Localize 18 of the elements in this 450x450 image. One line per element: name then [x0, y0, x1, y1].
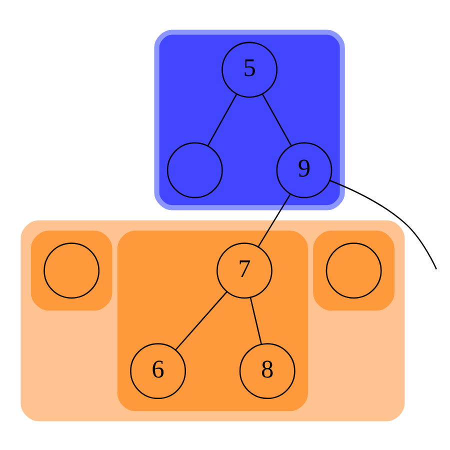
- cluster: [20, 220, 405, 421]
- node-circle: 8: [239, 342, 296, 399]
- connector: [262, 93, 292, 146]
- node-circle: 6: [130, 342, 186, 399]
- cluster: [30, 230, 112, 310]
- node-circle: 7: [216, 242, 272, 298]
- node-circle: 5: [222, 41, 278, 98]
- connector: [330, 179, 437, 270]
- node-circle: [326, 242, 382, 298]
- node-circle: 9: [276, 142, 332, 198]
- cluster: [313, 230, 394, 310]
- cluster: [117, 230, 308, 411]
- cluster: [154, 29, 345, 210]
- connector: [175, 290, 228, 350]
- connector: [207, 93, 238, 146]
- node-circle: [44, 242, 100, 298]
- connector: [250, 296, 262, 344]
- node-circle: [166, 142, 223, 198]
